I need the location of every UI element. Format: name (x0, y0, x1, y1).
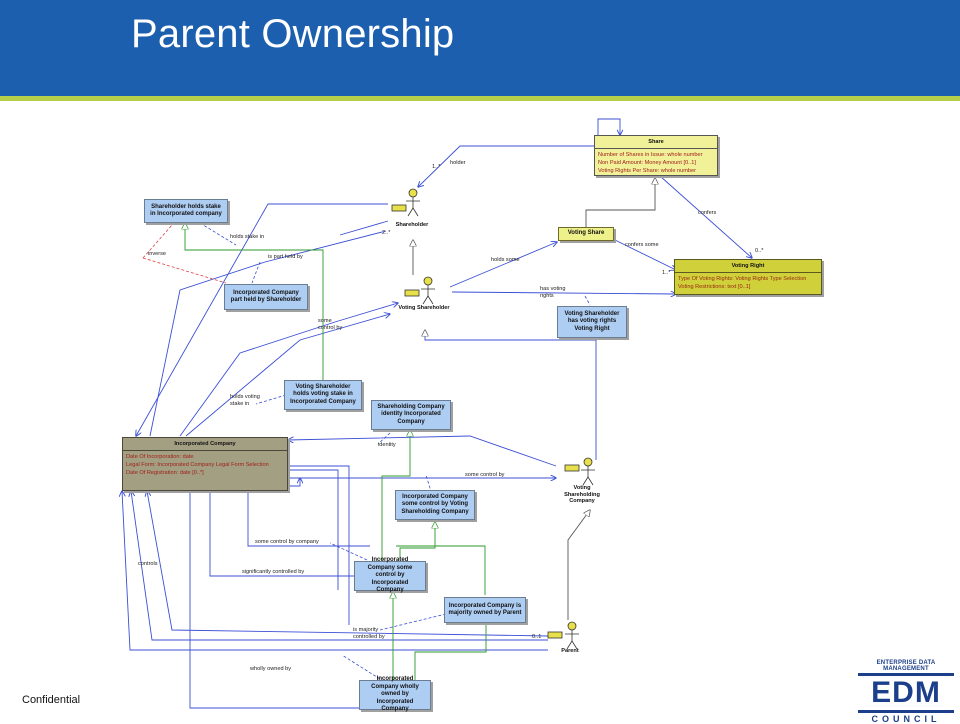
incorporated-company-attr: Date Of Registration: date [0..*] (126, 470, 204, 477)
incorporated-company-attr: Legal Form: Incorporated Company Legal F… (126, 462, 269, 469)
box-inc-some-control-inc: Incorporated Company some control by Inc… (354, 557, 426, 593)
label-is-majority-controlled-by: is majority controlled by (353, 627, 385, 640)
incorporated-company-attr: Date Of Incorporation: date (126, 454, 194, 460)
class-incorporated-company: Incorporated Company Date Of Incorporati… (122, 437, 288, 491)
label-identity: identity (378, 442, 396, 448)
label-confers-some: confers some (625, 242, 659, 248)
actor-parent: Parent (561, 648, 579, 654)
box-inc-majority-owned: Incorporated Company is majority owned b… (444, 597, 526, 623)
edm-council-logo: ENTERPRISE DATA MANAGEMENT EDM COUNCIL (856, 660, 956, 724)
box-shareholder-holds-stake: Shareholder holds stake in Incorporated … (144, 199, 228, 223)
label-inverse: inverse (148, 251, 167, 257)
box-inc-wholly-owned: Incorporated Company wholly owned by Inc… (359, 676, 431, 712)
label-multiplicity: 1..* (432, 164, 441, 170)
share-attr: Non Paid Amount: Money Amount [0..1] (598, 160, 696, 167)
box-sh-company-identity: Shareholding Company identity Incorporat… (371, 400, 451, 430)
label-holds-voting-stake-in: holds voting stake in (230, 394, 260, 407)
actor-voting-shareholder: Voting Shareholder (398, 305, 450, 311)
share-attr: Voting Rights Per Share: whole number (598, 168, 696, 175)
logo-subtitle: COUNCIL (871, 714, 941, 724)
label-has-voting-rights: has voting rights (540, 286, 566, 299)
logo-bar (858, 710, 954, 713)
label-some-control-by: some control by (318, 318, 343, 331)
header-stripe (0, 96, 960, 101)
slide-title: Parent Ownership (131, 12, 455, 56)
footer-confidential: Confidential (22, 694, 81, 706)
label-holds-stake-in: holds stake in (230, 234, 265, 240)
share-attr: Number of Shares in Issue: whole number (598, 152, 703, 158)
actor-shareholder: Shareholder (395, 222, 429, 228)
class-voting-right: Voting Right Type Of Voting Rights: Voti… (674, 259, 822, 295)
label-holder: holder (450, 160, 466, 166)
label-confers: confers (698, 210, 717, 216)
label-some-control-by-company: some control by company (255, 539, 319, 545)
box-inc-part-held: Incorporated Company part held by Shareh… (224, 284, 308, 310)
label-is-part-held-by: is part held by (268, 254, 303, 260)
label-multiplicity: 0..* (755, 248, 764, 254)
label-multiplicity: 0..1 (532, 634, 542, 640)
class-incorporated-company-attrs: Date Of Incorporation: date Legal Form: … (123, 451, 287, 479)
label-controls: controls (138, 561, 158, 567)
class-voting-right-attrs: Type Of Voting Rights: Voting Rights Typ… (675, 273, 821, 293)
label-significantly-controlled-by: significantly controlled by (242, 569, 305, 575)
logo-bar (858, 673, 954, 676)
voting-right-attr: Type Of Voting Rights: Voting Rights Typ… (678, 276, 807, 282)
box-voting-sh-holds-stake: Voting Shareholder holds voting stake in… (284, 380, 362, 410)
slide-header (0, 0, 960, 96)
class-incorporated-company-name: Incorporated Company (123, 438, 287, 451)
box-inc-some-control-vsc: Incorporated Company some control by Vot… (395, 490, 475, 520)
label-wholly-owned-by: wholly owned by (250, 666, 292, 672)
class-voting-right-name: Voting Right (675, 260, 821, 273)
class-share-name: Share (595, 136, 717, 149)
actor-icons (391, 188, 595, 650)
logo-name: EDM (871, 676, 941, 709)
class-share-attrs: Number of Shares in Issue: whole number … (595, 149, 717, 177)
label-some-control-by-2: some control by (465, 472, 505, 478)
class-share: Share Number of Shares in Issue: whole n… (594, 135, 718, 176)
actor-voting-shareholding-company: Voting Shareholding Company (564, 485, 600, 505)
box-voting-sh-has-rights: Voting Shareholder has voting rights Vot… (557, 306, 627, 338)
label-multiplicity: 1..* (662, 270, 671, 276)
logo-tagline: ENTERPRISE DATA MANAGEMENT (876, 660, 936, 672)
voting-right-attr: Voting Restrictions: text [0..1] (678, 284, 751, 291)
label-multiplicity: 2..* (382, 230, 391, 236)
label-holds-some: holds some (491, 257, 520, 263)
class-voting-share: Voting Share (558, 227, 614, 241)
